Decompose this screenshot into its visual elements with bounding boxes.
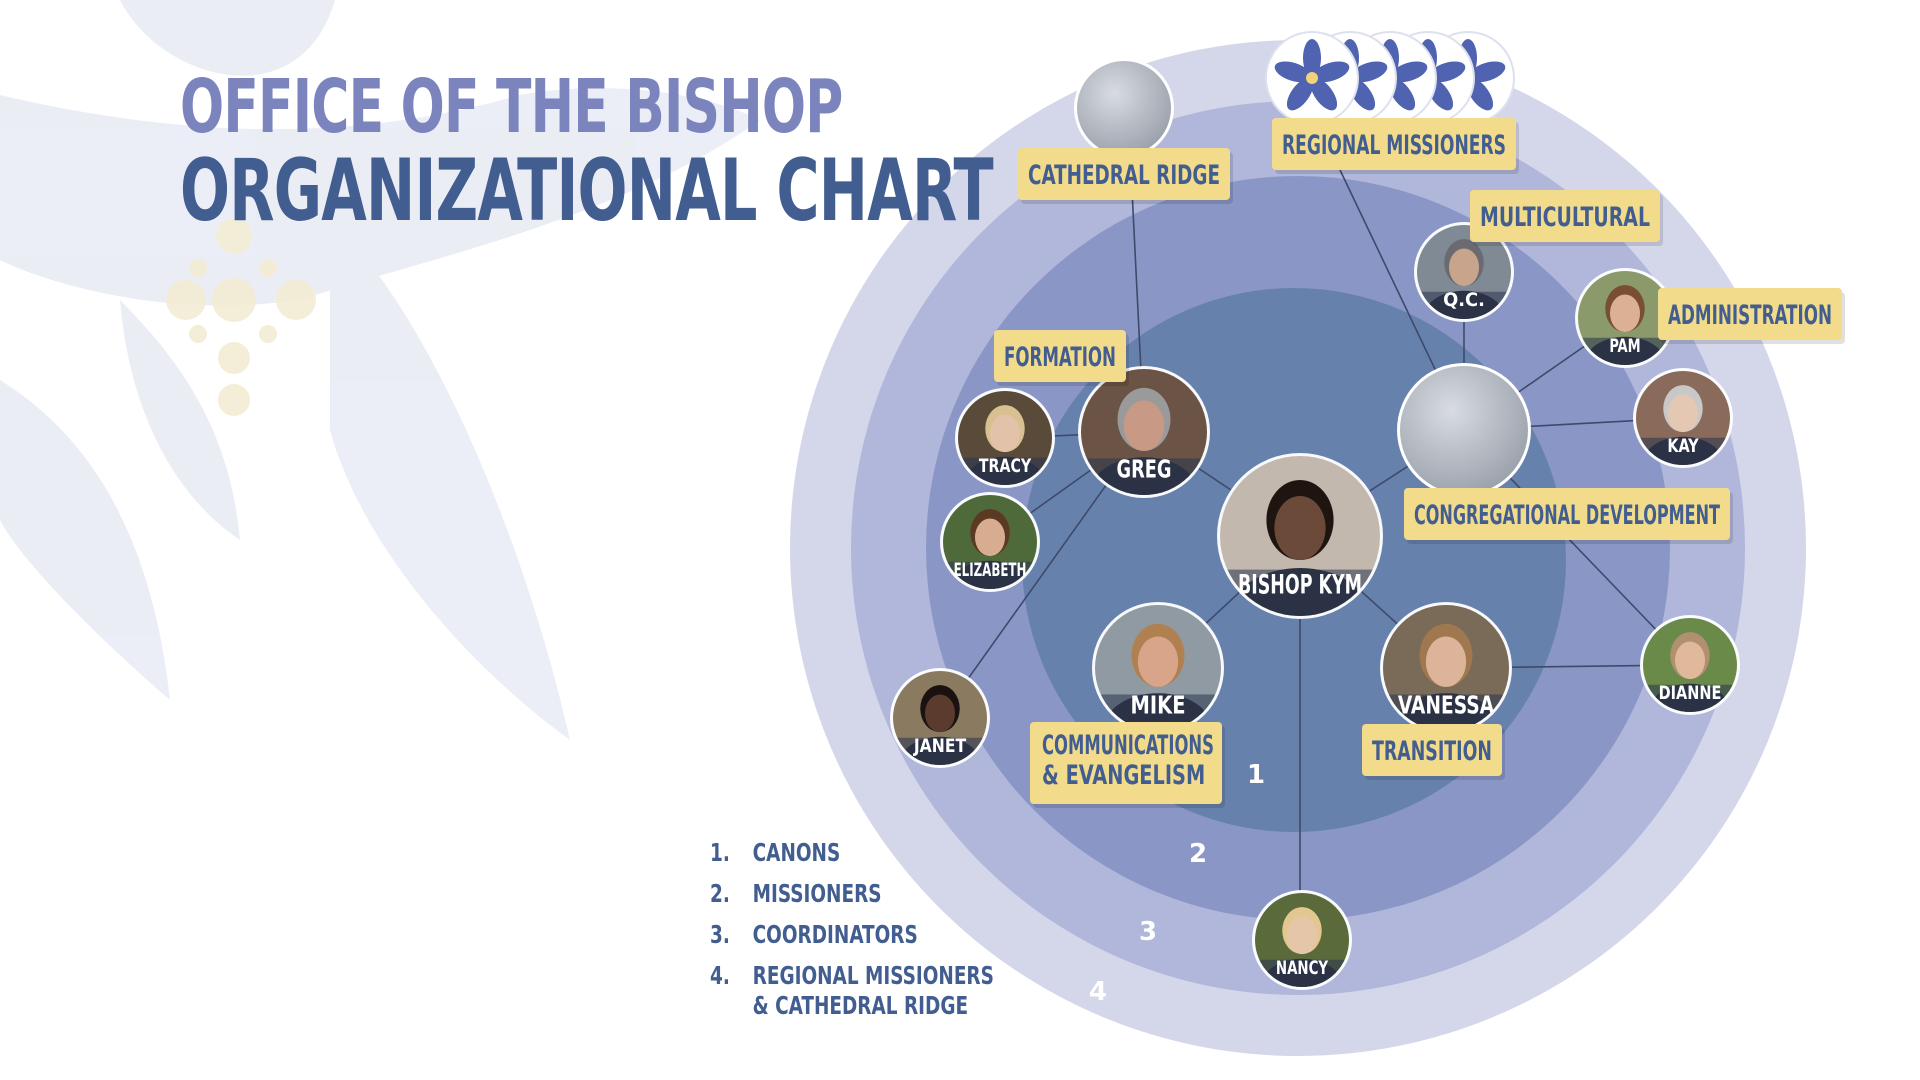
legend-number: 4. <box>710 961 730 990</box>
legend-text: COORDINATORS <box>752 920 918 949</box>
page-title: OFFICE OF THE BISHOP ORGANIZATIONAL CHAR… <box>180 70 1250 234</box>
department-label-formation[interactable]: FORMATION <box>994 330 1129 386</box>
department-label-communications[interactable]: COMMUNICATIONS& EVANGELISM <box>1030 722 1225 808</box>
person-name: BISHOP KYM <box>1238 570 1362 601</box>
legend-number: 3. <box>710 920 730 949</box>
department-label-congregational[interactable]: CONGREGATIONAL DEVELOPMENT <box>1404 488 1733 544</box>
avatar <box>1220 456 1380 616</box>
person-name: VANESSA <box>1398 690 1495 719</box>
department-label-text: CONGREGATIONAL DEVELOPMENT <box>1414 500 1720 531</box>
department-label-text: CATHEDRAL RIDGE <box>1028 160 1220 191</box>
department-label-text: FORMATION <box>1004 342 1116 373</box>
department-label-text: REGIONAL MISSIONERS <box>1282 130 1506 161</box>
legend-item-4: 4. REGIONAL MISSIONERS& CATHEDRAL RIDGE <box>710 961 994 1021</box>
department-label-text: & EVANGELISM <box>1042 760 1205 791</box>
department-label-administration[interactable]: ADMINISTRATION <box>1658 288 1845 344</box>
person-greg[interactable]: GREG <box>1078 366 1210 527</box>
avatar <box>1636 371 1730 465</box>
person-name: KAY <box>1667 435 1699 457</box>
department-label-text: MULTICULTURAL <box>1480 202 1650 233</box>
department-label-text: TRANSITION <box>1372 736 1492 767</box>
legend-text: CANONS <box>752 838 841 867</box>
ring-number-2: 2 <box>1189 839 1207 869</box>
title-line-1: OFFICE OF THE BISHOP <box>180 64 843 150</box>
department-label-text: ADMINISTRATION <box>1668 300 1832 331</box>
person-name: GREG <box>1117 454 1172 483</box>
ring-number-4: 4 <box>1089 977 1107 1007</box>
person-name: DIANNE <box>1659 682 1722 704</box>
ring-legend: 1. CANONS 2. MISSIONERS 3. COORDINATORS 4. REGI… <box>710 838 1056 1032</box>
ring-number-3: 3 <box>1139 917 1157 947</box>
person-name: PAM <box>1609 335 1640 357</box>
person-dianne[interactable]: DIANNE <box>1640 615 1740 736</box>
legend-text: REGIONAL MISSIONERS& CATHEDRAL RIDGE <box>752 961 994 1020</box>
ring-number-1: 1 <box>1247 760 1265 790</box>
person-name: TRACY <box>979 455 1032 477</box>
cathedral-ridge-placeholder <box>1074 58 1174 158</box>
person-name: NANCY <box>1276 957 1329 979</box>
person-name: ELIZABETH <box>954 559 1027 581</box>
legend-number: 2. <box>710 879 730 908</box>
department-label-cathedral[interactable]: CATHEDRAL RIDGE <box>1018 148 1233 204</box>
legend-number: 1. <box>710 838 730 867</box>
person-name: MIKE <box>1131 690 1186 719</box>
person-nancy[interactable]: NANCY <box>1252 890 1352 1011</box>
avatar <box>1081 369 1207 495</box>
department-label-text: COMMUNICATIONS <box>1042 730 1214 761</box>
avatar <box>1643 618 1737 712</box>
title-line-2: ORGANIZATIONAL CHART <box>180 141 994 241</box>
legend-item-3: 3. COORDINATORS <box>710 920 994 950</box>
legend-item-2: 2. MISSIONERS <box>710 879 994 909</box>
regional-missioner-logo-icon <box>1265 31 1359 125</box>
legend-text: MISSIONERS <box>752 879 882 908</box>
person-kym[interactable]: BISHOP KYM <box>1217 453 1383 656</box>
person-kay[interactable]: KAY <box>1633 368 1733 489</box>
department-label-transition[interactable]: TRANSITION <box>1362 724 1505 780</box>
congregational-development-placeholder <box>1397 363 1531 497</box>
legend-item-1: 1. CANONS <box>710 838 994 868</box>
person-elizabeth[interactable]: ELIZABETH <box>940 492 1040 613</box>
avatar <box>1255 893 1349 987</box>
avatar <box>943 495 1037 589</box>
department-label-multicultural[interactable]: MULTICULTURAL <box>1470 190 1663 246</box>
person-name: Q.C. <box>1443 289 1485 311</box>
department-label-regional[interactable]: REGIONAL MISSIONERS <box>1272 118 1519 174</box>
person-name: JANET <box>913 735 966 757</box>
